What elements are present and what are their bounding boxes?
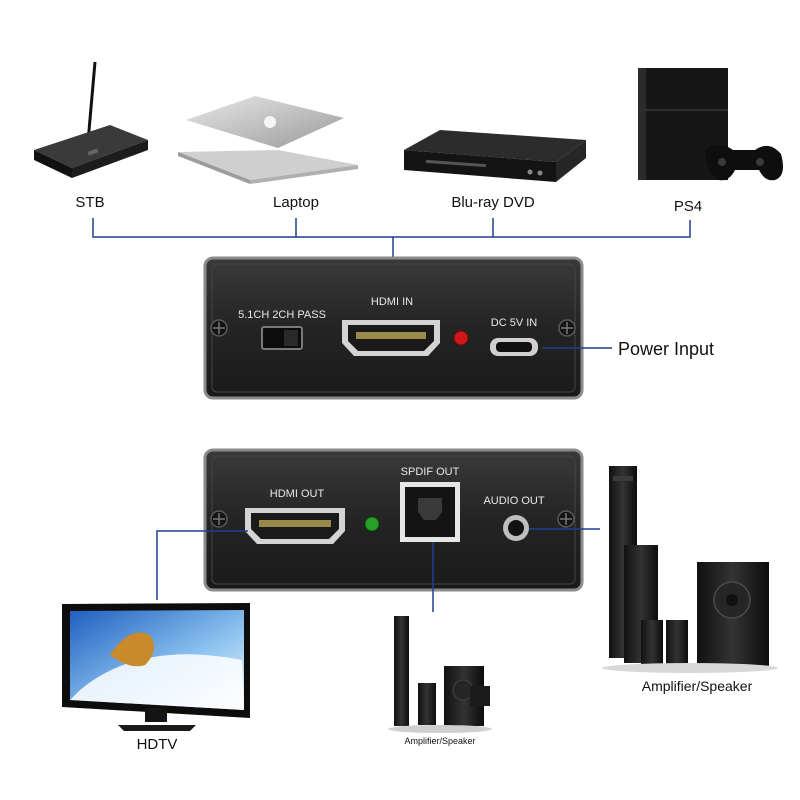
audio-out-label: AUDIO OUT <box>483 495 544 507</box>
small-speaker-set-icon <box>388 616 492 733</box>
hdmi-in-label: HDMI IN <box>371 296 413 308</box>
mounting-screw-icon <box>211 511 227 527</box>
hdtv-label: HDTV <box>137 736 178 753</box>
dc-5v-in-port[interactable] <box>490 338 538 356</box>
spdif-out-label: SPDIF OUT <box>401 466 460 478</box>
source-label-bluray: Blu-ray DVD <box>451 194 535 211</box>
dc-in-label: DC 5V IN <box>491 317 538 329</box>
status-led-green <box>365 517 379 531</box>
mounting-screw-icon <box>558 511 574 527</box>
power-input-callout: Power Input <box>618 339 714 359</box>
bluray-player-icon <box>404 130 586 182</box>
mounting-screw-icon <box>211 320 227 336</box>
large-speaker-label: Amplifier/Speaker <box>642 678 753 694</box>
hdmi-out-port[interactable] <box>245 508 345 544</box>
channel-switch[interactable] <box>262 327 302 349</box>
small-speaker-label: Amplifier/Speaker <box>404 736 475 746</box>
power-led-red <box>454 331 468 345</box>
audio-out-jack[interactable] <box>503 515 529 541</box>
hdtv-icon <box>62 603 250 731</box>
mounting-screw-icon <box>559 320 575 336</box>
source-label-laptop: Laptop <box>273 194 319 211</box>
large-speaker-set-icon <box>602 466 778 673</box>
source-label-ps4: PS4 <box>674 198 702 215</box>
laptop-icon <box>178 96 358 184</box>
hdmi-in-port[interactable] <box>342 320 440 356</box>
spdif-optical-port[interactable] <box>400 482 460 542</box>
hdmi-out-label: HDMI OUT <box>270 488 325 500</box>
game-console-icon <box>638 68 783 180</box>
channel-switch-label: 5.1CH 2CH PASS <box>238 309 326 321</box>
source-label-stb: STB <box>75 194 104 211</box>
set-top-box-icon <box>34 62 148 178</box>
